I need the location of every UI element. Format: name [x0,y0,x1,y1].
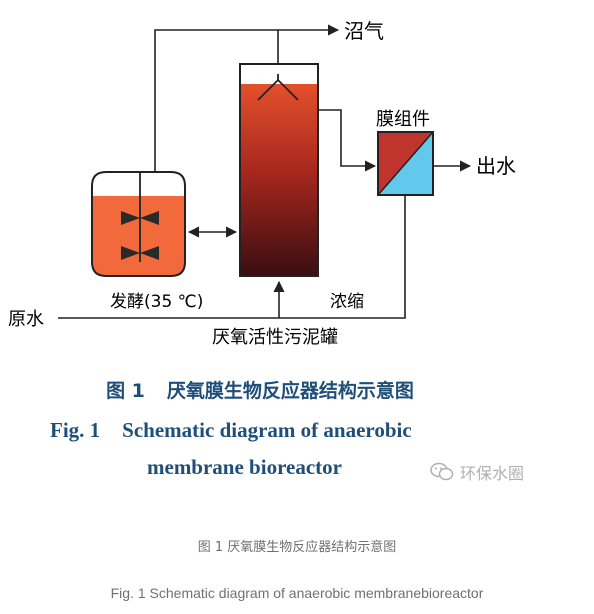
fermentation-label: 发酵(35 ℃) [110,292,203,312]
biogas-line-fermenter [154,29,278,172]
caption-en-text1: Schematic diagram of anaerobic [122,418,412,442]
footer-caption-en: Fig. 1 Schematic diagram of anaerobic me… [110,585,484,601]
caption-english-line1: Fig. 1 Schematic diagram of anaerobic [50,418,412,443]
reactor-tank-label: 厌氧活性污泥罐 [212,327,338,348]
caption-cn-text: 厌氧膜生物反应器结构示意图 [166,380,414,402]
membrane-module-label: 膜组件 [376,109,430,130]
caption-english-line2: membrane bioreactor [147,455,342,479]
raw-water-label: 原水 [8,309,44,330]
membrane-module [377,131,434,196]
footer-caption-cn: 图 1 厌氧膜生物反应器结构示意图 [197,540,397,555]
caption-en-number: Fig. 1 [50,418,101,442]
fermenter-tank [91,171,186,277]
effluent-label: 出水 [476,154,516,178]
concentrate-label: 浓缩 [330,292,364,312]
reactor-column [239,63,319,277]
reactor-to-membrane-line [318,109,377,172]
watermark-text: 环保水圈 [460,464,525,483]
caption-chinese: 图 1 厌氧膜生物反应器结构示意图 [0,376,520,403]
watermark: 环保水圈 [430,460,524,484]
biogas-line-reactor [277,24,340,64]
wechat-icon [430,462,454,481]
anmbr-diagram: 沼气 发酵(35 ℃) 膜组件 出水 浓缩 原水 厌氧活性污泥罐 [8,19,516,348]
biogas-label: 沼气 [344,19,384,43]
caption-cn-number: 图 1 [106,380,145,402]
stirrer-icon [121,172,159,262]
concentrate-return-line [58,195,406,319]
